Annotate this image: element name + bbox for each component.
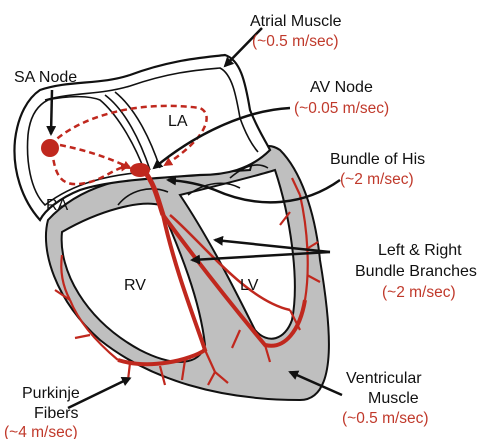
- speed-bundle-branches: (~2 m/sec): [382, 284, 456, 301]
- sa-node-marker: [41, 139, 59, 157]
- speed-av-node: (~0.05 m/sec): [294, 100, 389, 117]
- chamber-label-rv: RV: [124, 277, 146, 294]
- label-atrial-muscle: Atrial Muscle: [250, 13, 342, 30]
- label-av-node: AV Node: [310, 79, 373, 96]
- speed-ventricular-muscle: (~0.5 m/sec): [342, 410, 429, 427]
- label-bundle-branches-1: Left & Right: [378, 242, 462, 259]
- label-ventricular-muscle-2: Muscle: [368, 390, 419, 407]
- label-bundle-branches-2: Bundle Branches: [355, 263, 477, 280]
- speed-atrial-muscle: (~0.5 m/sec): [252, 33, 339, 50]
- speed-bundle-his: (~2 m/sec): [340, 171, 414, 188]
- label-bundle-his: Bundle of His: [330, 151, 425, 168]
- speed-purkinje: (~4 m/sec): [4, 424, 78, 439]
- label-ventricular-muscle-1: Ventricular: [346, 370, 422, 387]
- chamber-label-la: LA: [168, 113, 188, 130]
- label-purkinje-1: Purkinje: [22, 385, 80, 402]
- label-purkinje-2: Fibers: [34, 405, 78, 422]
- label-sa-node: SA Node: [14, 69, 77, 86]
- chamber-label-ra: RA: [46, 197, 69, 214]
- arrow-sa-node: [51, 90, 52, 134]
- chamber-label-lv: LV: [240, 277, 259, 294]
